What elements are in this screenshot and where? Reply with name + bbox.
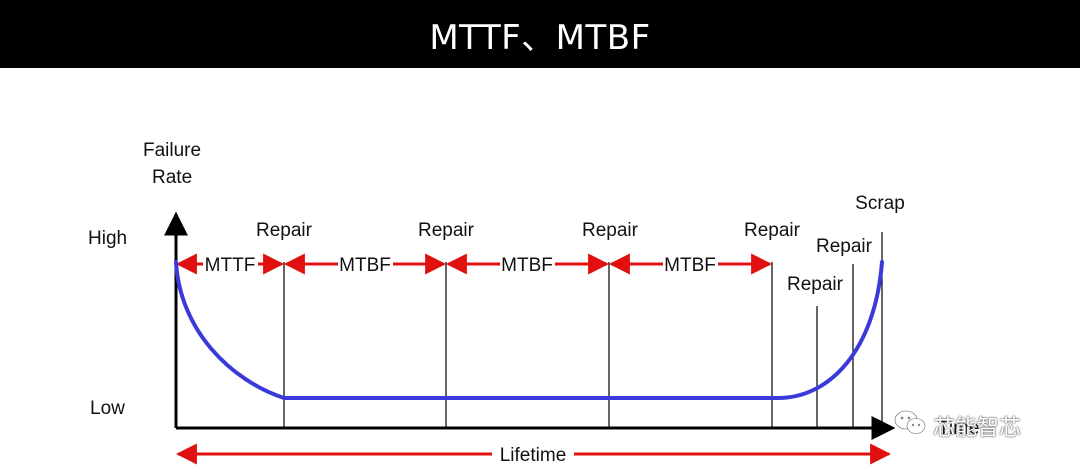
x-axis-label: Time	[938, 418, 980, 439]
mttf-label-bg	[203, 252, 258, 276]
y-axis-label-line1: Failure	[143, 140, 201, 161]
mtbf-label-bg	[338, 252, 393, 276]
title-bar: MTTF、MTBF	[0, 0, 1080, 68]
lifetime-label: Lifetime	[500, 445, 567, 466]
mtbf-label-bg	[663, 252, 718, 276]
y-axis-label-line2: Rate	[152, 167, 192, 188]
scrap-label: Scrap	[855, 193, 905, 214]
repair-label: Repair	[816, 236, 873, 257]
repair-label: Repair	[744, 220, 801, 241]
mtbf-label: MTBF	[501, 255, 553, 276]
repair-label: Repair	[256, 220, 313, 241]
mtbf-label: MTBF	[339, 255, 391, 276]
watermark: 芯能智芯	[893, 407, 1021, 445]
page-title: MTTF、MTBF	[429, 17, 651, 58]
repair-label: Repair	[418, 220, 475, 241]
mttf-label: MTTF	[205, 255, 256, 276]
repair-label: Repair	[582, 220, 639, 241]
y-level-high: High	[88, 228, 127, 249]
repair-label: Repair	[787, 274, 844, 295]
wechat-icon	[893, 408, 927, 444]
mtbf-label: MTBF	[664, 255, 716, 276]
watermark-text: 芯能智芯	[933, 416, 1022, 441]
y-level-low: Low	[90, 398, 125, 419]
bathtub-diagram: Failure Rate High Low Time Repair Repair…	[88, 140, 980, 466]
mtbf-label-bg	[500, 252, 555, 276]
failure-rate-curve	[174, 260, 884, 400]
lifetime-label-bg	[492, 442, 574, 466]
